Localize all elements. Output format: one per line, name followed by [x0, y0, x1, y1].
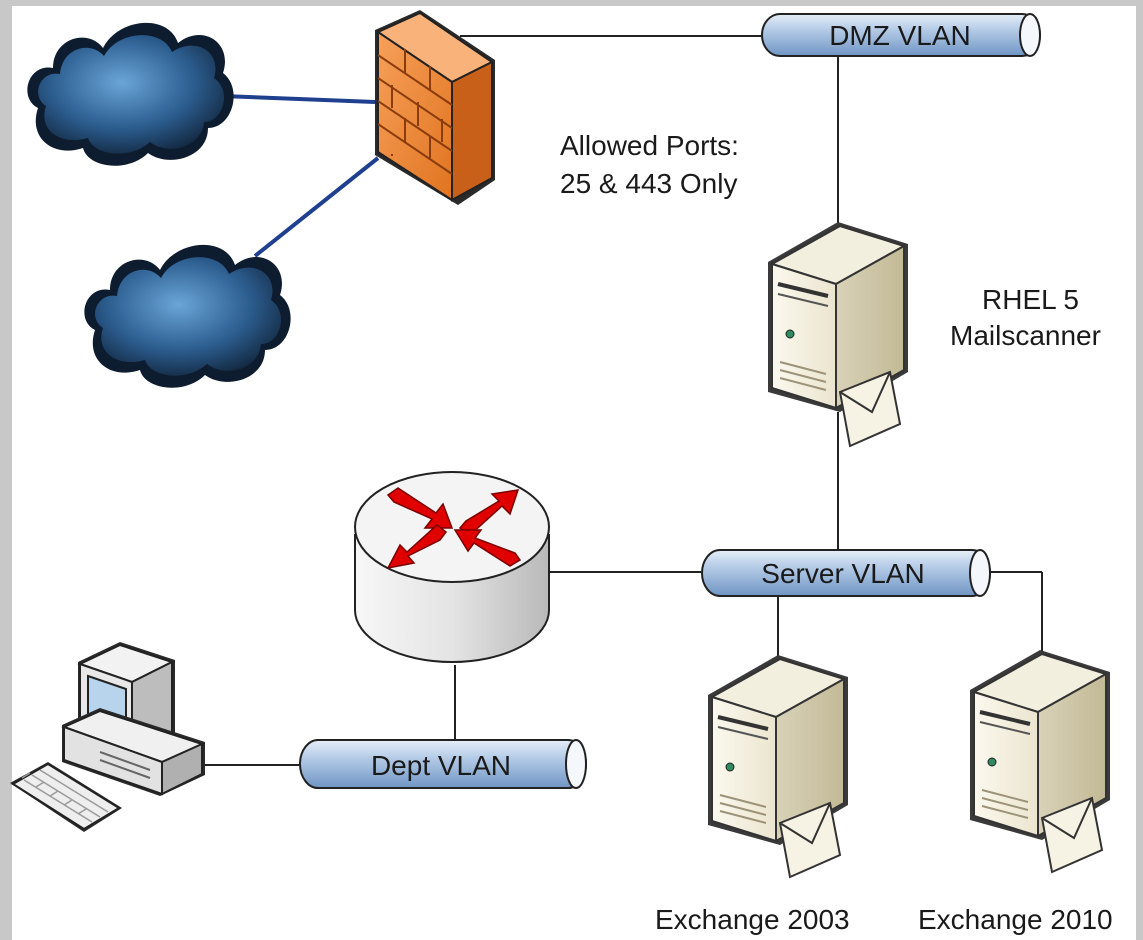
dmz-vlan-label: DMZ VLAN: [829, 20, 971, 51]
mailscanner-label-line1: RHEL 5: [982, 284, 1080, 315]
firewall-note-line2: 25 & 443 Only: [560, 168, 738, 199]
dmz-vlan-pipe: DMZ VLAN: [761, 13, 1041, 57]
exchange-2010-label: Exchange 2010: [918, 904, 1113, 935]
exchange-2003-label: Exchange 2003: [655, 904, 850, 935]
mailscanner-label-line2: Mailscanner: [950, 320, 1101, 351]
connection-lines: [205, 35, 1043, 766]
firewall-icon: [375, 10, 495, 205]
server-vlan-label: Server VLAN: [761, 558, 924, 589]
cloud-icon: [84, 244, 291, 388]
router-icon: [354, 471, 550, 663]
dept-vlan-pipe: Dept VLAN: [299, 739, 587, 789]
firewall-note-line1: Allowed Ports:: [560, 130, 739, 161]
dept-vlan-label: Dept VLAN: [371, 750, 511, 781]
cloud-icon: [27, 22, 234, 166]
wan-link-top: [221, 94, 376, 104]
workstation-icon: [10, 642, 205, 832]
server-vlan-pipe: Server VLAN: [701, 549, 991, 597]
wan-link-bottom: [253, 156, 380, 258]
